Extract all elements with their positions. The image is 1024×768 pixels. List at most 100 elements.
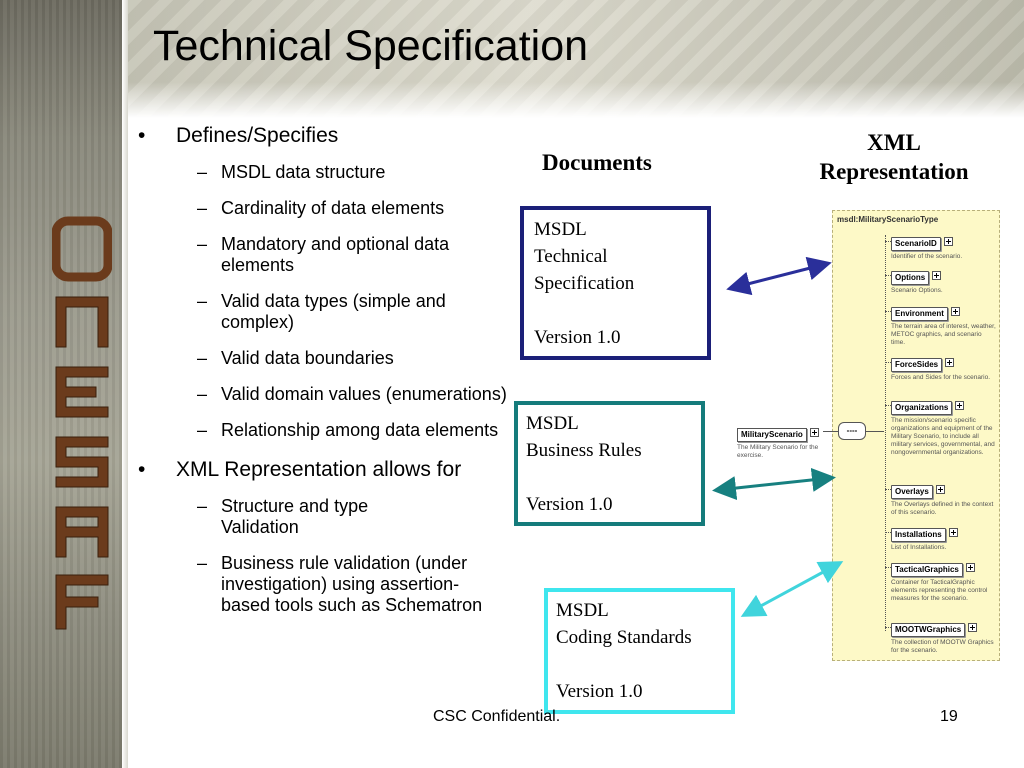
sub-bullet-item: – Structure and type Validation: [138, 496, 518, 538]
expand-icon: [945, 358, 955, 368]
xml-heading-line2: Representation: [819, 159, 969, 184]
schema-link: [823, 431, 838, 432]
page-number: 19: [940, 708, 958, 725]
doc-line: Business Rules: [526, 440, 642, 461]
schema-element: Options Scenario Options.: [885, 267, 1001, 295]
schema-element-desc: Identifier of the scenario.: [891, 253, 963, 260]
schema-element-desc: The Overlays defined in the context of t…: [891, 501, 994, 516]
sub-bullet-dash: –: [197, 420, 208, 440]
sub-bullet-text: Valid domain values (enumerations): [221, 384, 507, 404]
sub-bullet-text: Relationship among data elements: [221, 420, 499, 440]
bullet-list: • Defines/Specifies – MSDL data structur…: [138, 124, 518, 616]
schema-element-name: Environment: [891, 306, 948, 321]
doc-business-rules: MSDL Business Rules Version 1.0: [514, 401, 705, 526]
doc-line: MSDL: [534, 219, 587, 240]
sub-bullet-item: – Valid data boundaries: [138, 348, 518, 369]
expand-icon: [932, 271, 942, 281]
schema-spine: [885, 235, 886, 631]
sub-bullet-text: Cardinality of data elements: [221, 198, 445, 218]
expand-icon: [965, 563, 975, 573]
sub-bullet-item: – Cardinality of data elements: [138, 198, 518, 219]
expand-icon: [950, 307, 960, 317]
doc-line: Coding Standards: [556, 627, 692, 648]
schema-element: Environment The terrain area of interest…: [885, 303, 1001, 347]
schema-type-name: msdl:MilitaryScenarioType: [837, 215, 939, 224]
schema-element-desc: Forces and Sides for the scenario.: [891, 374, 990, 381]
expand-icon: [943, 237, 953, 247]
schema-element-desc: Container for TacticalGraphic elements r…: [891, 579, 988, 602]
doc-line: MSDL: [526, 413, 579, 434]
schema-connector: [885, 567, 891, 568]
schema-element: ScenarioID Identifier of the scenario.: [885, 233, 1001, 261]
sub-bullet-text: Structure and type Validation: [221, 496, 369, 537]
sub-bullet-text: Valid data boundaries: [221, 348, 394, 368]
sub-bullet-dash: –: [197, 384, 208, 404]
documents-heading: Documents: [542, 150, 652, 175]
schema-element: Installations List of Installations.: [885, 524, 1001, 552]
expand-icon: [809, 428, 819, 438]
bullet-dot: •: [138, 124, 146, 147]
doc-coding-standards: MSDL Coding Standards Version 1.0: [544, 588, 735, 714]
slide-title: Technical Specification: [153, 22, 589, 70]
doc-gap: [556, 651, 723, 678]
band-stripe: [122, 0, 128, 768]
doc-version: Version 1.0: [526, 494, 613, 515]
schema-element: ForceSides Forces and Sides for the scen…: [885, 354, 1001, 382]
doc-gap: [526, 464, 693, 491]
side-decoration: [0, 0, 128, 768]
schema-element: TacticalGraphics Container for TacticalG…: [885, 559, 1001, 603]
xml-representation-heading: XML Representation: [800, 128, 988, 186]
schema-element-desc: The mission/scenario specific organizati…: [891, 417, 995, 456]
schema-root-name: MilitaryScenario: [737, 427, 807, 442]
sub-bullet-dash: –: [197, 553, 208, 573]
sub-bullet-text: MSDL data structure: [221, 162, 386, 182]
sub-bullet-item: – Valid domain values (enumerations): [138, 384, 518, 405]
schema-connector: [885, 362, 891, 363]
sub-bullet-item: – Mandatory and optional data elements: [138, 234, 518, 276]
schema-connector: [885, 489, 891, 490]
bullet-text: Defines/Specifies: [176, 124, 339, 147]
schema-element-desc: The collection of MOOTW Graphics for the…: [891, 639, 994, 654]
schema-element: Overlays The Overlays defined in the con…: [885, 481, 1001, 517]
header-fade: [128, 82, 1024, 118]
schema-connector: [885, 275, 891, 276]
expand-icon: [955, 401, 965, 411]
schema-connector: [885, 627, 891, 628]
schema-element-desc: Scenario Options.: [891, 287, 943, 294]
schema-link: [866, 431, 884, 432]
onesaf-logo-vertical: [52, 216, 112, 630]
doc-version: Version 1.0: [556, 681, 643, 702]
schema-element-name: Options: [891, 270, 930, 285]
schema-element: Organizations The mission/scenario speci…: [885, 397, 1001, 457]
sub-bullet-text: Valid data types (simple and complex): [221, 291, 446, 332]
sub-bullet-item: – Business rule validation (under invest…: [138, 553, 518, 616]
schema-element-name: TacticalGraphics: [891, 562, 963, 577]
doc-version: Version 1.0: [534, 327, 621, 348]
sub-bullet-dash: –: [197, 162, 208, 182]
schema-connector: [885, 311, 891, 312]
expand-icon: [968, 623, 978, 633]
expand-icon: [948, 528, 958, 538]
footer-confidential: CSC Confidential.: [433, 708, 561, 725]
bullet-text: XML Representation allows for: [176, 458, 462, 481]
schema-element-name: Installations: [891, 527, 946, 542]
xml-heading-line1: XML: [867, 130, 921, 155]
sub-bullet-text: Business rule validation (under investig…: [221, 553, 483, 615]
bullet-item: • XML Representation allows for: [138, 458, 518, 482]
schema-element-name: Overlays: [891, 484, 933, 499]
sub-bullet-item: – MSDL data structure: [138, 162, 518, 183]
doc-line: Specification: [534, 273, 635, 294]
sub-bullet-text: Mandatory and optional data elements: [221, 234, 450, 275]
schema-connector: [885, 405, 891, 406]
arrow-coding-standards: [740, 561, 844, 617]
doc-line: Technical: [534, 246, 608, 267]
sub-bullet-dash: –: [197, 291, 208, 311]
schema-root-element: MilitaryScenario The Military Scenario f…: [737, 424, 837, 460]
arrow-technical-spec: [726, 256, 832, 296]
sub-bullet-dash: –: [197, 348, 208, 368]
schema-root-desc: The Military Scenario for the exercise.: [737, 444, 819, 459]
schema-element-name: ForceSides: [891, 357, 943, 372]
schema-element-name: ScenarioID: [891, 236, 941, 251]
sub-bullet-item: – Valid data types (simple and complex): [138, 291, 518, 333]
schema-element: MOOTWGraphics The collection of MOOTW Gr…: [885, 619, 1001, 655]
